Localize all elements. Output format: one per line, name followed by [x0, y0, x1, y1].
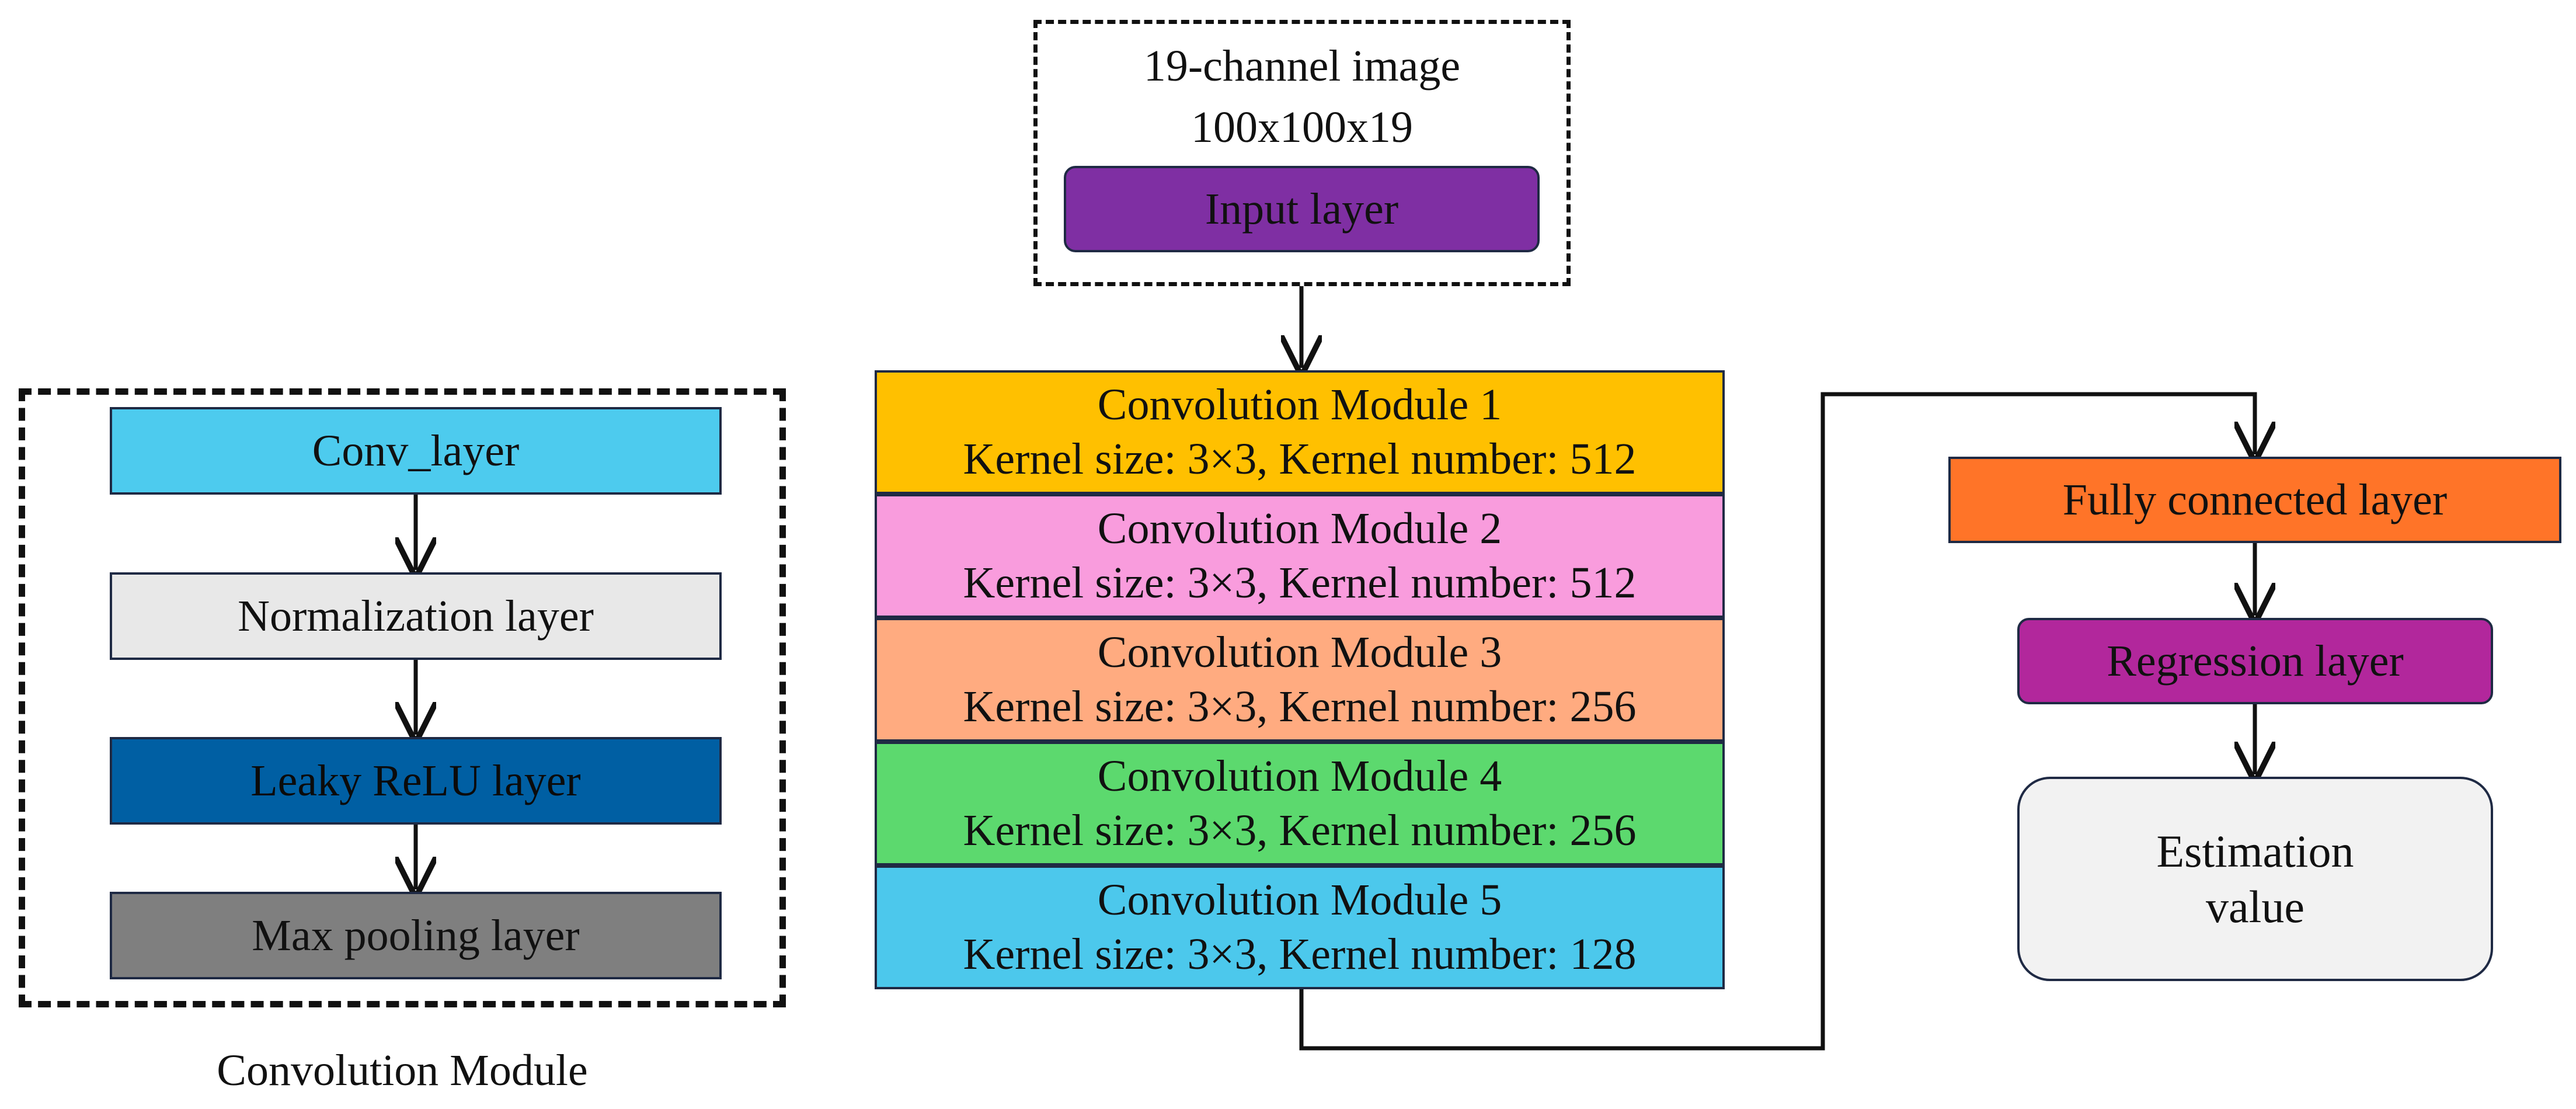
module-detail: Kernel size: 3×3, Kernel number: 512 [963, 558, 1637, 607]
normalization-layer-box: Normalization layer [110, 572, 722, 660]
estimation-line1: Estimation [2156, 825, 2354, 877]
fully-connected-layer-box: Fully connected layer [1948, 457, 2561, 543]
fully-connected-layer-label: Fully connected layer [2062, 475, 2448, 524]
convolution-module-5: Convolution Module 5 Kernel size: 3×3, K… [875, 865, 1725, 989]
convolution-module-1: Convolution Module 1 Kernel size: 3×3, K… [875, 370, 1725, 494]
normalization-layer-label: Normalization layer [238, 591, 594, 641]
conv-layer-box: Conv_layer [110, 407, 722, 495]
convolution-module-2: Convolution Module 2 Kernel size: 3×3, K… [875, 494, 1725, 618]
module-title: Convolution Module 4 [1097, 752, 1502, 801]
max-pooling-layer-box: Max pooling layer [110, 892, 722, 979]
convolution-module-4: Convolution Module 4 Kernel size: 3×3, K… [875, 742, 1725, 865]
input-group-frame [1033, 20, 1571, 286]
module-title: Convolution Module 2 [1097, 504, 1502, 554]
leaky-relu-layer-label: Leaky ReLU layer [250, 756, 581, 805]
input-caption-line2: 100x100x19 [1191, 103, 1413, 152]
regression-layer-box: Regression layer [2017, 618, 2493, 704]
module-title: Convolution Module 5 [1097, 875, 1502, 925]
module-title: Convolution Module 3 [1097, 628, 1502, 677]
input-layer-label: Input layer [1205, 184, 1399, 234]
estimation-line2: value [2206, 881, 2305, 932]
regression-layer-label: Regression layer [2107, 636, 2404, 686]
estimation-value-box: Estimation value [2017, 777, 2493, 981]
module-detail: Kernel size: 3×3, Kernel number: 512 [963, 434, 1637, 484]
module-detail: Kernel size: 3×3, Kernel number: 256 [963, 682, 1637, 731]
conv-layer-label: Conv_layer [312, 426, 520, 475]
input-layer-box: Input layer [1064, 166, 1540, 252]
convolution-module-frame [19, 388, 786, 1007]
max-pooling-layer-label: Max pooling layer [252, 910, 580, 960]
input-caption-line1: 19-channel image [1143, 41, 1461, 91]
convolution-module-caption: Convolution Module [217, 1046, 588, 1095]
module-detail: Kernel size: 3×3, Kernel number: 128 [963, 930, 1637, 979]
module-detail: Kernel size: 3×3, Kernel number: 256 [963, 806, 1637, 855]
arrow-module5-to-fc [1299, 392, 2255, 1051]
leaky-relu-layer-box: Leaky ReLU layer [110, 737, 722, 825]
convolution-module-3: Convolution Module 3 Kernel size: 3×3, K… [875, 618, 1725, 742]
module-title: Convolution Module 1 [1097, 380, 1502, 430]
